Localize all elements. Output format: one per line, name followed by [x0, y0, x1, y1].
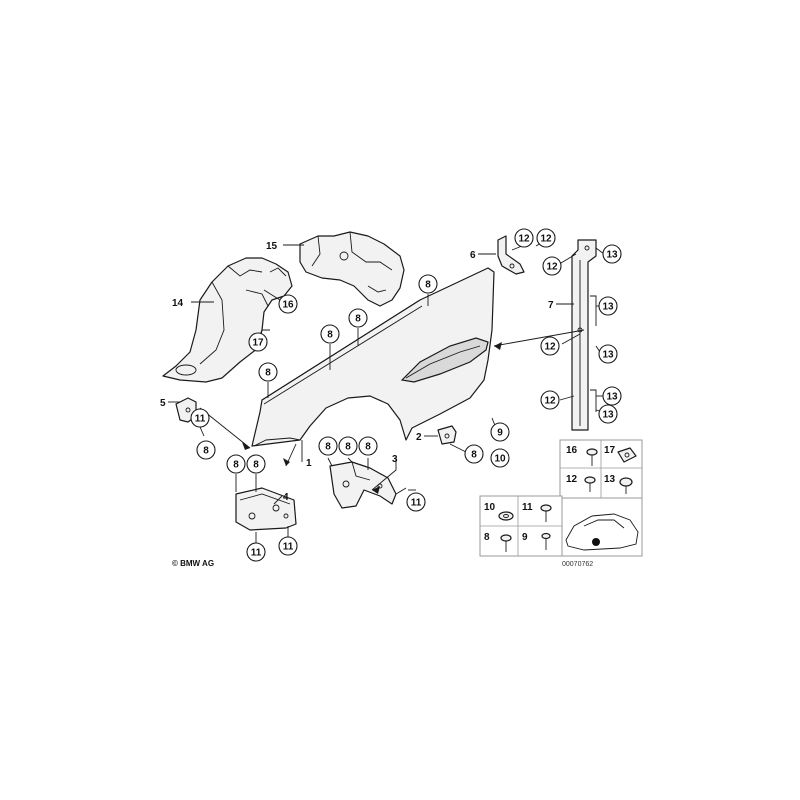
bracket-3-part [329, 461, 397, 509]
callout-13-rail-low-a: 13 [602, 386, 622, 406]
copyright-label: © BMW AG [172, 559, 214, 568]
svg-text:9: 9 [497, 428, 503, 439]
callout-13-rail-upper: 13 [598, 296, 618, 316]
svg-text:17: 17 [252, 338, 264, 349]
upper-splash-panel-part [299, 231, 405, 307]
svg-text:16: 16 [282, 300, 294, 311]
arrow-heads [242, 342, 502, 494]
callout-1-label: 1 [306, 458, 312, 469]
callout-8-bracket4-right: 8 [246, 454, 266, 474]
svg-text:12: 12 [540, 234, 552, 245]
callout-16: 16 [278, 294, 298, 314]
svg-text:8: 8 [325, 442, 331, 453]
side-panel-part [251, 267, 495, 447]
callout-10-panel: 10 [490, 448, 510, 468]
callout-7-label: 7 [548, 300, 554, 311]
svg-text:8: 8 [471, 450, 477, 461]
callout-8-panel-mid1: 8 [320, 324, 340, 344]
svg-text:8: 8 [365, 442, 371, 453]
callout-8-row3: 8 [358, 436, 378, 456]
svg-text:8: 8 [253, 460, 259, 471]
svg-text:8: 8 [265, 368, 271, 379]
svg-text:8: 8 [345, 442, 351, 453]
callout-12-rail-top: 12 [542, 256, 562, 276]
screw-8-icon [500, 534, 512, 552]
callout-8-bracket5: 8 [196, 440, 216, 460]
callout-14-label: 14 [172, 298, 184, 309]
bracket-4-part [235, 487, 297, 531]
callout-8-panel-mid2: 8 [348, 308, 368, 328]
callout-2-label: 2 [416, 432, 422, 443]
callout-13-rail-low-b: 13 [598, 404, 618, 424]
callout-8-row1: 8 [318, 436, 338, 456]
callout-8-row2: 8 [338, 436, 358, 456]
svg-text:11: 11 [195, 414, 206, 425]
callout-8-panel-left: 8 [258, 362, 278, 382]
callout-15-label: 15 [266, 241, 278, 252]
svg-text:12: 12 [544, 342, 556, 353]
svg-text:8: 8 [203, 446, 209, 457]
legend-11-label: 11 [522, 502, 533, 513]
screw-12-icon [584, 476, 596, 492]
rail-strip-7-part [571, 239, 597, 431]
drawing-number: 00070762 [562, 561, 593, 568]
svg-text:8: 8 [327, 330, 333, 341]
screw-11-icon [540, 504, 552, 522]
callout-13-rail-top: 13 [602, 244, 622, 264]
legend-9-label: 9 [522, 532, 528, 543]
callout-11-bracket3: 11 [406, 492, 426, 512]
svg-text:12: 12 [546, 262, 558, 273]
clip-2-part [437, 425, 457, 445]
callout-3-label: 3 [392, 454, 398, 465]
callout-4-label: 4 [283, 492, 289, 503]
callout-11-bracket4-right: 11 [278, 536, 298, 556]
svg-text:13: 13 [602, 302, 614, 313]
washer-10-icon [498, 511, 514, 521]
svg-text:13: 13 [602, 410, 614, 421]
legend-13-label: 13 [604, 474, 616, 485]
callouts: 14 15 16 17 5 11 8 8 8 8 [160, 228, 622, 562]
legend-12-label: 12 [566, 474, 578, 485]
svg-text:11: 11 [251, 548, 262, 559]
callout-17: 17 [248, 332, 268, 352]
svg-text:12: 12 [544, 396, 556, 407]
car-thumbnail-icon [565, 513, 639, 551]
callout-12-rail-low: 12 [540, 390, 560, 410]
svg-text:11: 11 [283, 542, 294, 553]
svg-text:10: 10 [494, 454, 506, 465]
svg-text:8: 8 [425, 280, 431, 291]
legend-10-label: 10 [484, 502, 496, 513]
svg-text:13: 13 [606, 392, 618, 403]
svg-text:8: 8 [233, 460, 239, 471]
svg-text:11: 11 [411, 498, 422, 509]
bracket-6-part [497, 235, 525, 275]
callout-8-panel-top: 8 [418, 274, 438, 294]
callout-11-bracket5: 11 [190, 408, 210, 428]
callout-8-clip2: 8 [464, 444, 484, 464]
svg-text:8: 8 [355, 314, 361, 325]
callout-12-rail-mid: 12 [540, 336, 560, 356]
screw-9-icon [541, 532, 551, 550]
svg-text:13: 13 [606, 250, 618, 261]
screw-16-icon [586, 448, 598, 466]
callout-12-bracket6-a: 12 [514, 228, 534, 248]
callout-12-bracket6-b: 12 [536, 228, 556, 248]
callout-13-rail-mid: 13 [598, 344, 618, 364]
callout-6-label: 6 [470, 250, 476, 261]
fastener-legend-lower: 10 11 8 9 [479, 495, 643, 557]
clip-nut-17-icon [617, 447, 637, 463]
callout-8-bracket4-left: 8 [226, 454, 246, 474]
legend-16-label: 16 [566, 445, 578, 456]
callout-11-bracket4-left: 11 [246, 542, 266, 562]
screw-13-icon [619, 477, 633, 494]
fastener-legend-upper: 16 17 12 13 [559, 439, 643, 499]
legend-8-label: 8 [484, 532, 490, 543]
legend-17-label: 17 [604, 445, 616, 456]
wheel-arch-liner-part [162, 257, 293, 383]
callout-5-label: 5 [160, 398, 166, 409]
svg-text:13: 13 [602, 350, 614, 361]
svg-text:12: 12 [518, 234, 530, 245]
callout-9-panel: 9 [490, 422, 510, 442]
